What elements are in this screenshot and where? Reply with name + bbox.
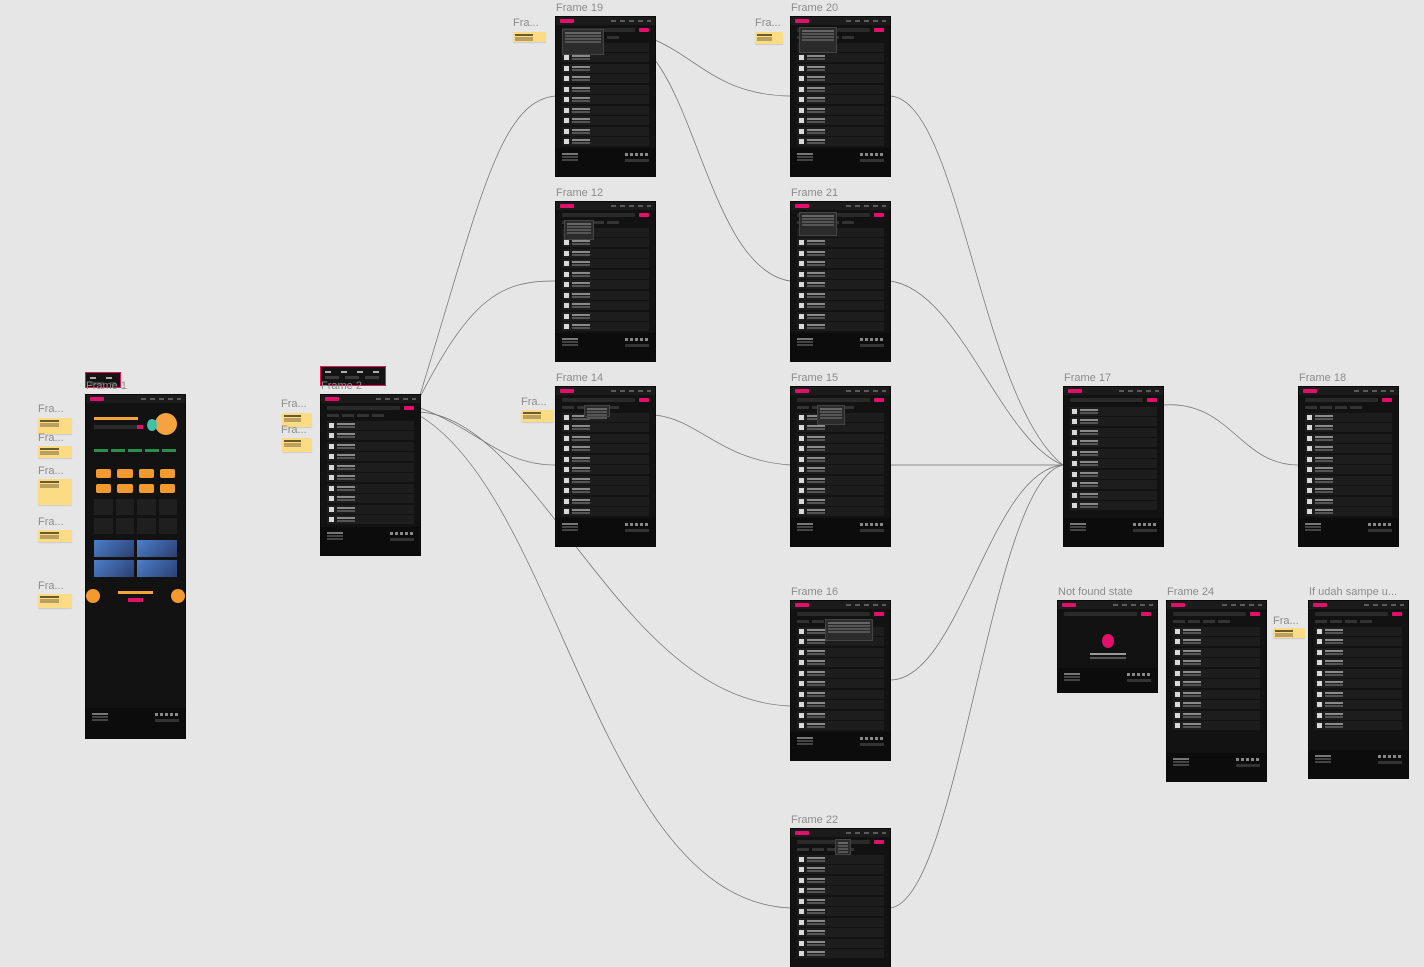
frame-1-landing[interactable] xyxy=(86,395,185,738)
dropdown-popover xyxy=(584,405,610,417)
frame-17[interactable] xyxy=(1064,387,1163,546)
frame-label: Frame 18 xyxy=(1299,372,1347,384)
photo-gallery xyxy=(94,540,177,577)
not-found-message xyxy=(1090,653,1126,655)
frame-label: Frame 1 xyxy=(86,380,127,392)
frame-label: Frame 15 xyxy=(791,372,839,384)
not-found-state[interactable] xyxy=(1058,601,1157,692)
navbar xyxy=(86,395,185,403)
sticky-note[interactable] xyxy=(513,32,546,42)
dropdown-popover xyxy=(825,619,873,641)
frame-label: Not found state xyxy=(1058,586,1133,598)
frame-label: Frame 19 xyxy=(556,2,604,14)
frame-22[interactable] xyxy=(791,829,890,967)
frame-16[interactable] xyxy=(791,601,890,760)
frame-19[interactable] xyxy=(556,17,655,176)
sticky-note[interactable] xyxy=(38,479,72,505)
dropdown-popover xyxy=(799,212,837,236)
not-found-illustration xyxy=(1102,634,1114,648)
dropdown-popover xyxy=(564,220,594,240)
frame-24[interactable] xyxy=(1167,601,1266,781)
dropdown-component[interactable] xyxy=(320,366,386,386)
note-label: Fra... xyxy=(38,465,64,477)
note-label: Fra... xyxy=(755,17,781,29)
sticky-note[interactable] xyxy=(38,594,72,608)
frame-2-results[interactable] xyxy=(321,395,420,555)
frame-12[interactable] xyxy=(556,202,655,361)
hero-title xyxy=(94,417,138,420)
note-label: Fra... xyxy=(1273,615,1299,627)
category-grid xyxy=(94,449,177,463)
frame-label: If udah sampe u... xyxy=(1309,586,1398,598)
mascot-illustration xyxy=(147,413,177,435)
sticky-note[interactable] xyxy=(282,413,312,427)
frame-label: Frame 24 xyxy=(1167,586,1215,598)
frame-18[interactable] xyxy=(1299,387,1398,546)
logo xyxy=(90,397,104,401)
note-label: Fra... xyxy=(38,580,64,592)
frame-label: Frame 12 xyxy=(556,187,604,199)
frame-14[interactable] xyxy=(556,387,655,546)
frame-label: Frame 14 xyxy=(556,372,604,384)
promo-banner xyxy=(86,585,185,611)
sticky-note[interactable] xyxy=(755,32,783,44)
note-label: Fra... xyxy=(513,17,539,29)
sticky-note[interactable] xyxy=(1273,628,1305,638)
frame-21[interactable] xyxy=(791,202,890,361)
frame-label: Frame 22 xyxy=(791,814,839,826)
dropdown-popover xyxy=(817,405,845,425)
hero-section xyxy=(86,403,185,443)
note-label: Fra... xyxy=(281,398,307,410)
dropdown-component[interactable] xyxy=(85,372,121,388)
frame-label: Frame 16 xyxy=(791,586,839,598)
sticky-note[interactable] xyxy=(38,418,72,434)
sticky-note[interactable] xyxy=(521,410,554,422)
sticky-note[interactable] xyxy=(282,438,312,452)
frame-label: Frame 17 xyxy=(1064,372,1112,384)
dropdown-popover xyxy=(835,839,851,855)
sticky-note[interactable] xyxy=(38,530,72,542)
note-label: Fra... xyxy=(281,424,307,436)
frame-label: Frame 20 xyxy=(791,2,839,14)
dropdown-popover xyxy=(799,27,837,53)
note-label: Fra... xyxy=(38,403,64,415)
frame-label: Frame 21 xyxy=(791,187,839,199)
frame-15[interactable] xyxy=(791,387,890,546)
popular-icons xyxy=(96,469,175,493)
nav-links xyxy=(141,398,181,400)
frame-if-udah-sampe[interactable] xyxy=(1309,601,1408,778)
sticky-note[interactable] xyxy=(38,446,72,458)
dropdown-popover xyxy=(562,29,604,55)
note-label: Fra... xyxy=(38,516,64,528)
footer xyxy=(86,708,185,738)
note-label: Fra... xyxy=(521,396,547,408)
note-label: Fra... xyxy=(38,432,64,444)
hero-search xyxy=(94,425,143,429)
frame-label: Frame 2 xyxy=(321,380,362,392)
frame-20[interactable] xyxy=(791,17,890,176)
product-cards xyxy=(94,499,177,534)
